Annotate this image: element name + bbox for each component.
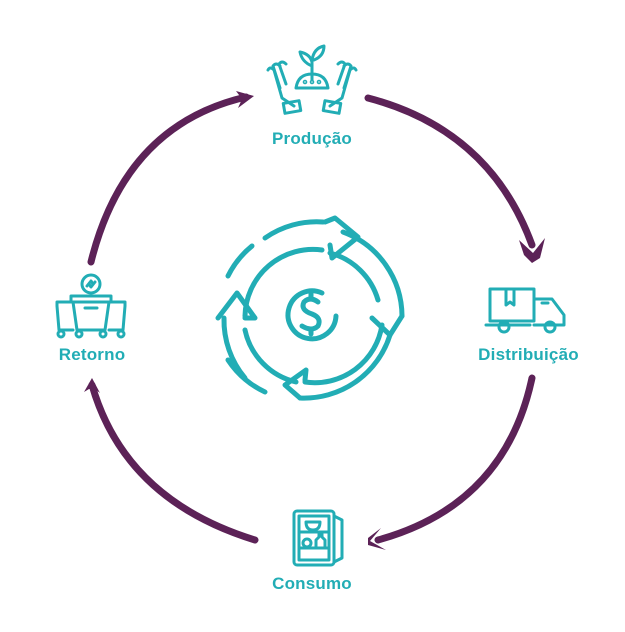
arrowhead-retorno: [84, 378, 100, 393]
arrowhead-producao: [236, 91, 254, 108]
recycling-bins-icon: [55, 273, 127, 339]
stage-label-retorno: Retorno: [58, 345, 126, 364]
delivery-truck-icon: [484, 287, 566, 334]
stage-distribuicao: [484, 285, 574, 335]
arrowhead-consumo: [368, 528, 386, 550]
stage-consumo: [290, 508, 350, 568]
arrow-producao-to-distribuicao: [364, 94, 536, 249]
arrow-distribuicao-to-consumo: [374, 374, 536, 544]
stage-retorno: [53, 272, 129, 342]
stage-label-producao: Produção: [271, 129, 352, 148]
arrow-retorno-to-producao: [87, 93, 250, 266]
arrowhead-distribuicao: [519, 238, 545, 263]
hands-holding-plant-icon: [266, 44, 358, 115]
arrow-consumo-to-retorno: [88, 381, 259, 544]
refrigerator-icon: [292, 509, 344, 567]
stage-label-distribuicao: Distribuição: [478, 345, 579, 364]
stage-producao: [262, 40, 362, 150]
stage-label-consumo: Consumo: [272, 574, 352, 593]
